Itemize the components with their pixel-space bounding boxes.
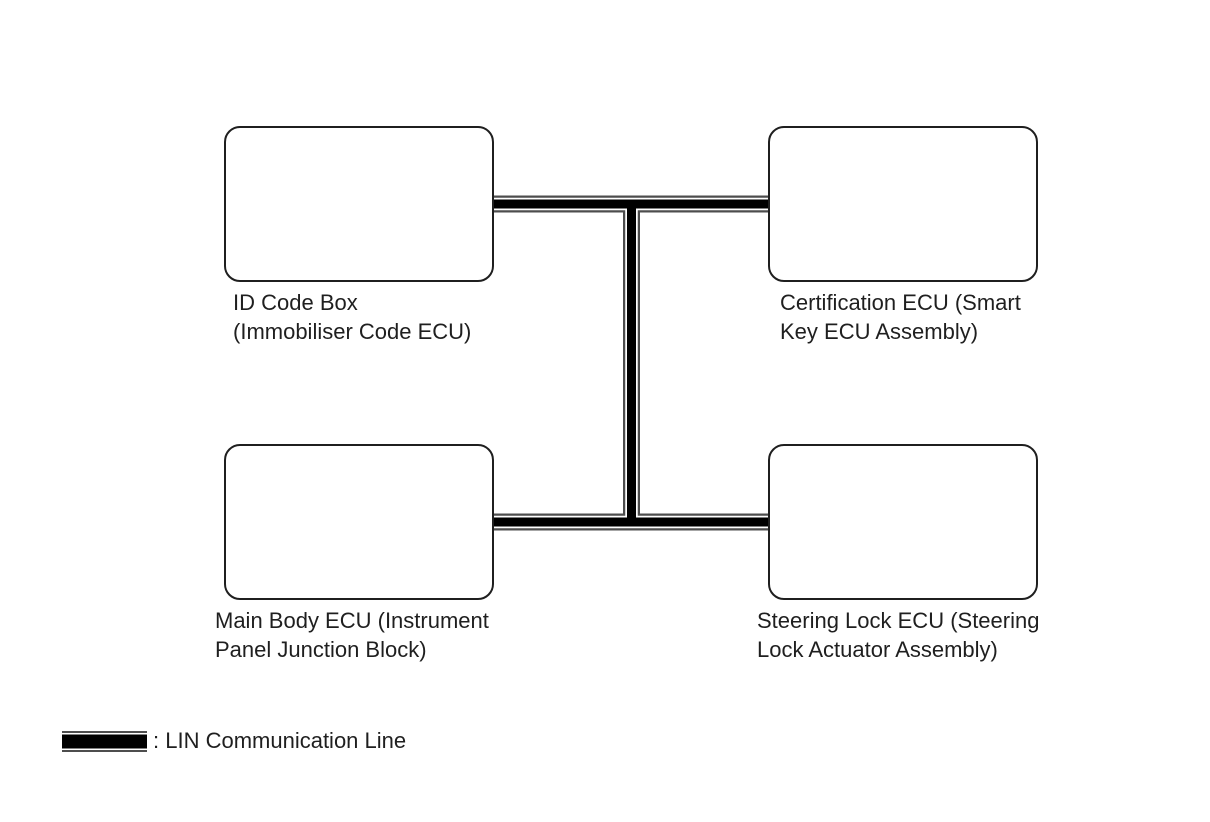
lin-line-swatch-icon <box>62 730 147 752</box>
node-certification-ecu <box>768 126 1038 282</box>
node-label-id-code-box: ID Code Box (Immobiliser Code ECU) <box>233 290 472 344</box>
node-label-certification-ecu: Certification ECU (Smart Key ECU Assembl… <box>780 290 1021 344</box>
legend-label: : LIN Communication Line <box>153 728 407 753</box>
node-main-body-ecu <box>224 444 494 600</box>
node-steering-lock-ecu <box>768 444 1038 600</box>
node-label-steering-lock-ecu: Steering Lock ECU (Steering Lock Actuato… <box>757 608 1040 662</box>
node-id-code-box <box>224 126 494 282</box>
node-label-main-body-ecu: Main Body ECU (Instrument Panel Junction… <box>215 608 489 662</box>
lin-line-core-layer <box>489 199 773 527</box>
legend: : LIN Communication Line <box>62 728 406 754</box>
